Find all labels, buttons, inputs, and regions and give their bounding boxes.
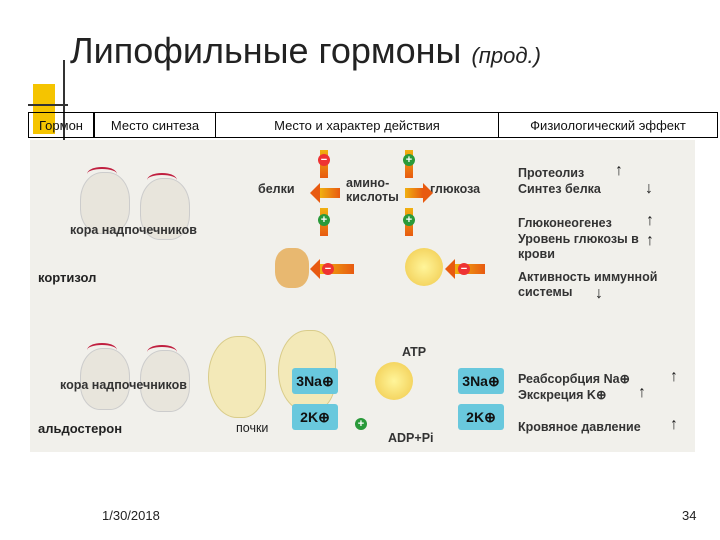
decorative-yellow-block [33,84,55,134]
label-proteins: белки [258,182,295,196]
arrow-to-glucose [405,183,433,203]
plus-icon: + [403,214,415,226]
arrow-to-liver [310,259,354,279]
indicator-up: ↑ [670,416,678,433]
header-physiological-effect: Физиологический эффект [498,112,718,138]
label-glucose: глюкоза [430,182,481,196]
ion-na-left: 3Na⊕ [292,368,338,394]
plus-icon: + [318,214,330,226]
plus-icon: + [403,154,415,166]
label-kidneys: почки [236,421,269,435]
header-synthesis-site: Место синтеза [94,112,216,138]
minus-icon: − [318,154,330,166]
plus-icon: + [355,418,367,430]
membrane-pump-illustration [375,362,413,400]
decorative-horizontal-line [28,104,68,106]
effect-gluconeogenesis: Глюконеогенез [518,216,612,230]
decorative-vertical-line [63,60,65,140]
effect-protein-synthesis: Синтез белка [518,182,601,196]
label-atp: ATP [402,345,427,359]
ion-k-left: 2K⊕ [292,404,338,430]
arrow-to-proteins [310,183,340,203]
effect-na-reabsorption: Реабсорбция Na⊕ [518,372,631,386]
label-amino-acids: амино- кислоты [346,176,399,204]
effect-blood-glucose: Уровень глюкозы в крови [518,232,639,261]
indicator-up: ↑ [615,162,623,179]
effect-immune-activity: Активность иммунной системы [518,270,658,299]
ion-na-right: 3Na⊕ [458,368,504,394]
slide-subtitle: (прод.) [471,43,541,68]
immune-cell-illustration [405,248,443,286]
adrenal-gland-illustration [80,167,130,234]
label-adrenal-cortex-1: кора надпочечников [70,223,197,237]
kidney-illustration [208,336,266,418]
effect-proteolysis: Протеолиз [518,166,585,180]
effect-blood-pressure: Кровяное давление [518,420,641,434]
minus-icon: − [458,263,470,275]
indicator-up: ↑ [646,232,654,249]
page-number: 34 [682,508,697,523]
footer-date: 1/30/2018 [102,508,160,523]
indicator-down: ↓ [645,180,653,197]
label-adrenal-cortex-2: кора надпочечников [60,378,187,392]
liver-illustration [275,248,309,288]
ion-k-right: 2K⊕ [458,404,504,430]
adrenal-gland-illustration [80,343,130,410]
illustration-panel: кора надпочечников кортизол белки амино-… [30,140,695,452]
label-adp: ADP+Pi [388,431,434,445]
adrenal-gland-illustration [140,345,190,412]
label-cortisol: кортизол [38,270,97,285]
slide-title: Липофильные гормоны(прод.) [70,30,541,71]
label-aldosterone: альдостерон [38,421,123,436]
header-hormone: Гормон [28,112,94,138]
adrenal-gland-illustration [140,173,190,240]
minus-icon: − [322,263,334,275]
effect-k-excretion: Экскреция K⊕ [518,388,607,402]
indicator-down: ↓ [595,285,603,302]
indicator-up: ↑ [646,212,654,229]
indicator-up: ↑ [638,384,646,401]
header-action-site: Место и характер действия [216,112,498,138]
arrow-to-immune-cell [445,259,485,279]
indicator-up: ↑ [670,368,678,385]
